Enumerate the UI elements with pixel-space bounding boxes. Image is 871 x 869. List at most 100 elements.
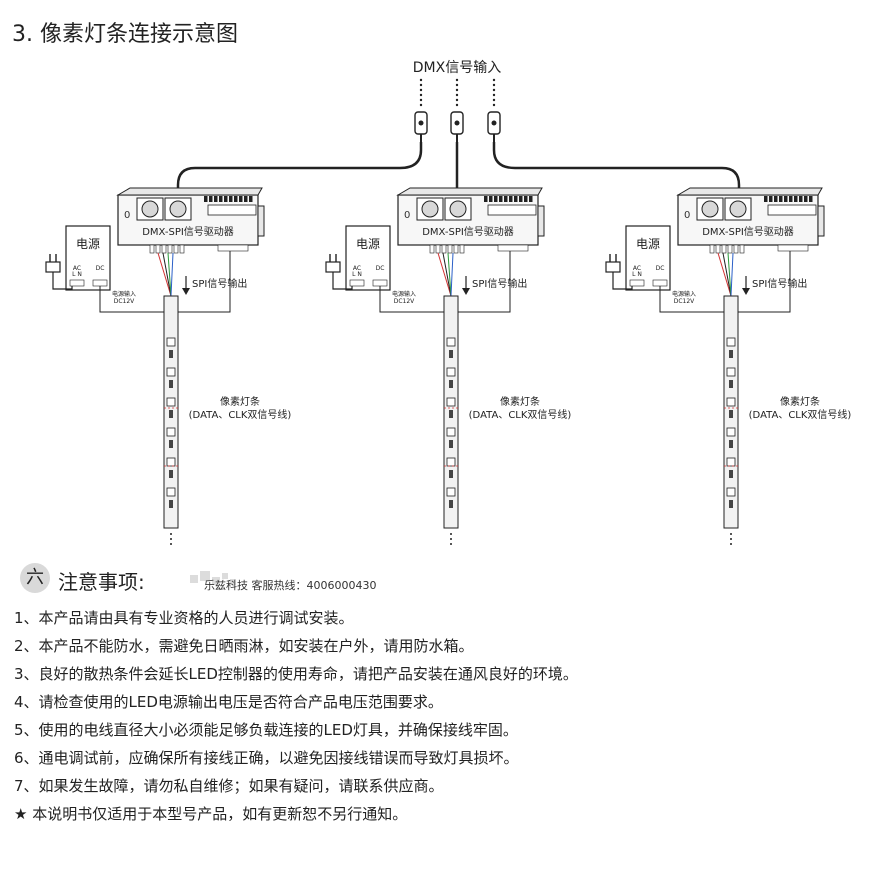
dip-switch xyxy=(234,196,238,202)
dmx-lead-dot xyxy=(419,83,423,87)
dmx-lead-dot xyxy=(455,93,459,97)
ac-terminal-label: AC xyxy=(73,265,81,272)
notes-list: 1、本产品请由具有专业资格的人员进行调试安装。 2、本产品不能防水，需避免日晒雨… xyxy=(14,604,578,800)
pixel-led xyxy=(166,457,176,467)
pixel-led xyxy=(726,367,736,377)
dip-switch xyxy=(239,196,243,202)
signal-wire xyxy=(450,252,454,297)
xlr-socket-ring xyxy=(169,200,187,218)
note-item: 3、良好的散热条件会延长LED控制器的使用寿命，请把产品安装在通风良好的环境。 xyxy=(14,665,578,683)
dip-switch xyxy=(244,196,248,202)
dmx-lead-dot xyxy=(455,88,459,92)
dip-switch xyxy=(529,196,533,202)
pixel-led xyxy=(166,337,176,347)
output-pin xyxy=(179,244,185,254)
power-input-label: 电源输入 xyxy=(112,290,136,298)
ln-terminal-label: L N xyxy=(72,271,82,278)
pixel-led xyxy=(166,427,176,437)
strip-continue-dot xyxy=(450,538,452,540)
strip-continue-dot xyxy=(450,543,452,545)
ac-lead xyxy=(52,272,73,290)
service-hotline: 乐兹科技 客服热线：4006000430 xyxy=(204,579,377,592)
signal-wire xyxy=(157,252,172,297)
signal-wire xyxy=(162,252,172,297)
ac-terminal xyxy=(69,279,85,287)
dip-switch xyxy=(799,196,803,202)
dmx-input-label: DMX信号输入 xyxy=(413,60,501,76)
xlr-socket-ring xyxy=(141,200,159,218)
power-terminal-block xyxy=(497,244,529,252)
dmx-lead-dot xyxy=(455,83,459,87)
dc-terminal-label: DC xyxy=(376,265,385,272)
pixel-chip xyxy=(729,350,733,358)
dip-switch xyxy=(249,196,253,202)
ac-terminal-label: AC xyxy=(633,265,641,272)
xlr-socket-ring xyxy=(701,200,719,218)
pixel-chip xyxy=(169,500,173,508)
note-item: 7、如果发生故障，请勿私自维修；如果有疑问，请联系供应商。 xyxy=(14,777,444,795)
output-pin xyxy=(429,244,435,254)
ac-plug-prongs xyxy=(609,254,617,262)
power-input-label: 电源输入 xyxy=(672,290,696,298)
dip-switch xyxy=(484,196,488,202)
page-title: 3. 像素灯条连接示意图 xyxy=(12,22,238,47)
output-pin xyxy=(149,244,155,254)
dmx-plug-pin xyxy=(418,120,424,126)
controller-top xyxy=(396,187,543,196)
pixel-led xyxy=(446,397,456,407)
spi-arrow-head xyxy=(742,288,750,295)
strip-sublabel: (DATA、CLK双信号线) xyxy=(469,408,572,421)
ac-terminal xyxy=(349,279,365,287)
pixel-led xyxy=(166,397,176,407)
strip-label: 像素灯条 xyxy=(220,395,260,408)
power-input-voltage: DC12V xyxy=(394,298,415,305)
pixel-chip xyxy=(449,470,453,478)
dip-switch xyxy=(229,196,233,202)
strip-sublabel: (DATA、CLK双信号线) xyxy=(189,408,292,421)
dmx-lead-dot xyxy=(419,93,423,97)
note-item: 6、通电调试前，应确保所有接线正确，以避免因接线错误而导致灯具损坏。 xyxy=(14,749,519,767)
pixel-led xyxy=(446,367,456,377)
output-pin xyxy=(155,244,161,254)
pixel-chip xyxy=(169,470,173,478)
dip-switch xyxy=(504,196,508,202)
power-input-voltage: DC12V xyxy=(674,298,695,305)
ln-terminal-label: L N xyxy=(632,271,642,278)
controller-terminal xyxy=(487,204,537,216)
note-item: 1、本产品请由具有专业资格的人员进行调试安装。 xyxy=(14,609,354,627)
signal-wire xyxy=(727,252,732,297)
pixel-led xyxy=(166,487,176,497)
power-input-voltage: DC12V xyxy=(114,298,135,305)
ac-terminal-label: AC xyxy=(353,265,361,272)
dip-switch xyxy=(774,196,778,202)
pixel-chip xyxy=(729,500,733,508)
decorative-squares xyxy=(190,569,250,587)
pixel-led xyxy=(446,337,456,347)
dip-switch xyxy=(214,196,218,202)
signal-wire xyxy=(167,252,172,297)
pixel-led xyxy=(446,427,456,437)
strip-continue-dot xyxy=(730,543,732,545)
note-item: 4、请检查使用的LED电源输出电压是否符合产品电压范围要求。 xyxy=(14,693,443,711)
ac-plug-prongs xyxy=(329,254,337,262)
xlr-socket-ring xyxy=(449,200,467,218)
signal-wire xyxy=(170,252,174,297)
strip-continue-dot xyxy=(170,543,172,545)
controller-terminal xyxy=(767,204,817,216)
controller-terminal xyxy=(207,204,257,216)
pixel-chip xyxy=(729,470,733,478)
output-pin xyxy=(447,244,453,254)
output-pin xyxy=(733,244,739,254)
strip-continue-dot xyxy=(170,533,172,535)
spi-output-label: SPI信号输出 xyxy=(472,277,527,290)
strip-sublabel: (DATA、CLK双信号线) xyxy=(749,408,852,421)
power-supply-label: 电源 xyxy=(76,237,100,251)
dmx-lead-dot xyxy=(492,93,496,97)
pixel-chip xyxy=(169,350,173,358)
power-supply-box xyxy=(625,225,671,291)
strip-continue-dot xyxy=(730,533,732,535)
spi-output-label: SPI信号输出 xyxy=(192,277,247,290)
dmx-cable xyxy=(492,142,741,198)
ac-plug xyxy=(325,261,341,273)
